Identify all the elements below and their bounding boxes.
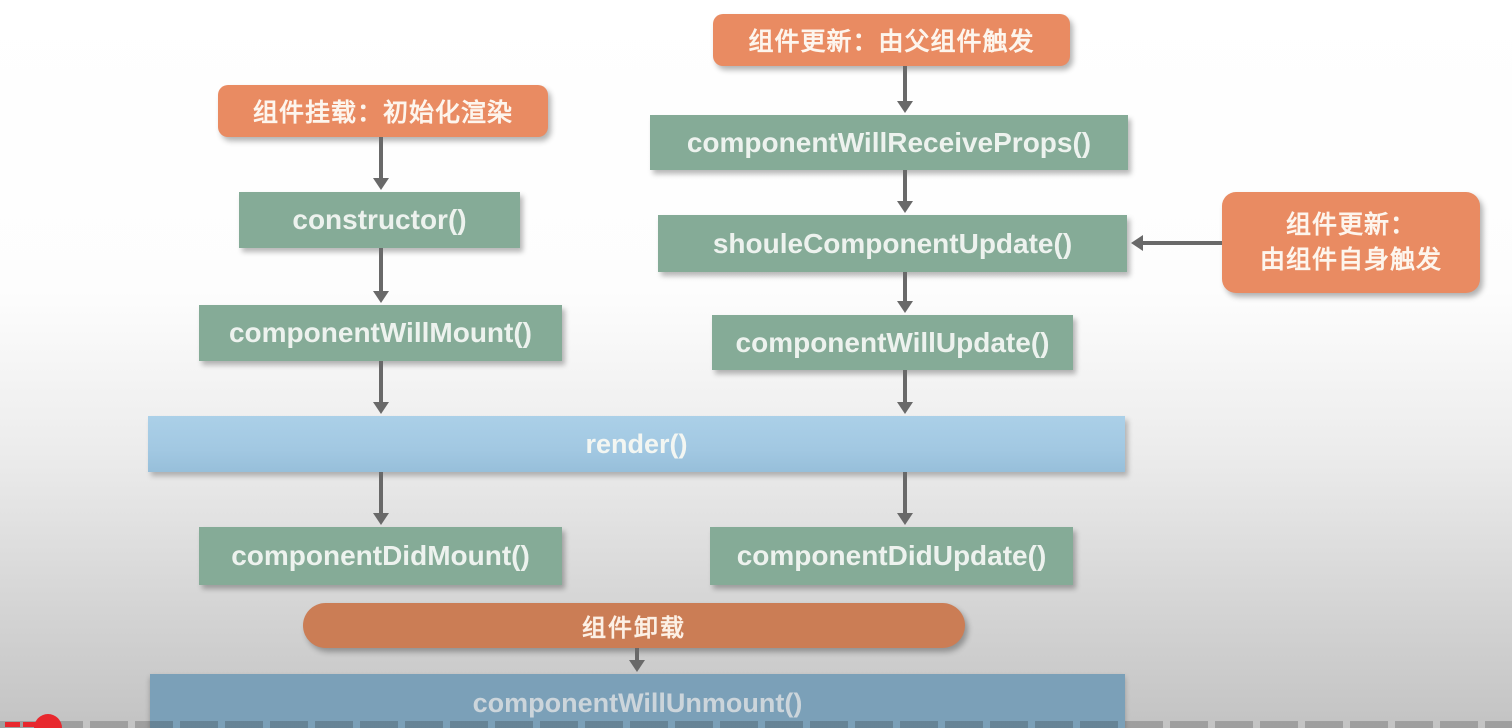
- node-component-will-unmount: componentWillUnmount(): [150, 674, 1125, 728]
- arrow-willreceiveprops-to-shouldupdate: [903, 170, 907, 202]
- update-self-stage-label: 组件更新： 由组件自身触发: [1222, 192, 1480, 293]
- node-render: render(): [148, 416, 1125, 472]
- arrow-render-to-didmount: [379, 472, 383, 514]
- video-timeline-segments[interactable]: [0, 721, 1512, 728]
- arrow-willupdate-to-render: [903, 370, 907, 403]
- arrow-updateparent-to-willreceiveprops: [903, 66, 907, 102]
- node-should-component-update: shouleComponentUpdate(): [658, 215, 1127, 272]
- arrow-constructor-to-willmount: [379, 248, 383, 292]
- arrow-willmount-to-render: [379, 361, 383, 403]
- node-component-will-mount: componentWillMount(): [199, 305, 562, 361]
- video-progress-played[interactable]: [5, 722, 20, 727]
- arrow-mount-to-constructor: [379, 137, 383, 179]
- node-component-will-update: componentWillUpdate(): [712, 315, 1073, 370]
- mount-stage-label: 组件挂载：初始化渲染: [218, 85, 548, 137]
- arrow-render-to-didupdate: [903, 472, 907, 514]
- arrow-unmount-to-willunmount: [635, 648, 639, 661]
- video-scrubber-handle[interactable]: [34, 714, 62, 728]
- arrow-shouldupdate-to-willupdate: [903, 272, 907, 302]
- node-component-did-update: componentDidUpdate(): [710, 527, 1073, 585]
- update-parent-stage-label: 组件更新：由父组件触发: [713, 14, 1070, 66]
- node-component-will-receive-props: componentWillReceiveProps(): [650, 115, 1128, 170]
- update-self-label-line2: 由组件自身触发: [1259, 245, 1442, 274]
- unmount-stage-label: 组件卸载: [303, 603, 965, 648]
- node-component-did-mount: componentDidMount(): [199, 527, 562, 585]
- node-constructor: constructor(): [239, 192, 520, 248]
- arrow-updateself-to-shouldupdate: [1143, 241, 1222, 245]
- update-self-label-line1: 组件更新：: [1285, 210, 1416, 239]
